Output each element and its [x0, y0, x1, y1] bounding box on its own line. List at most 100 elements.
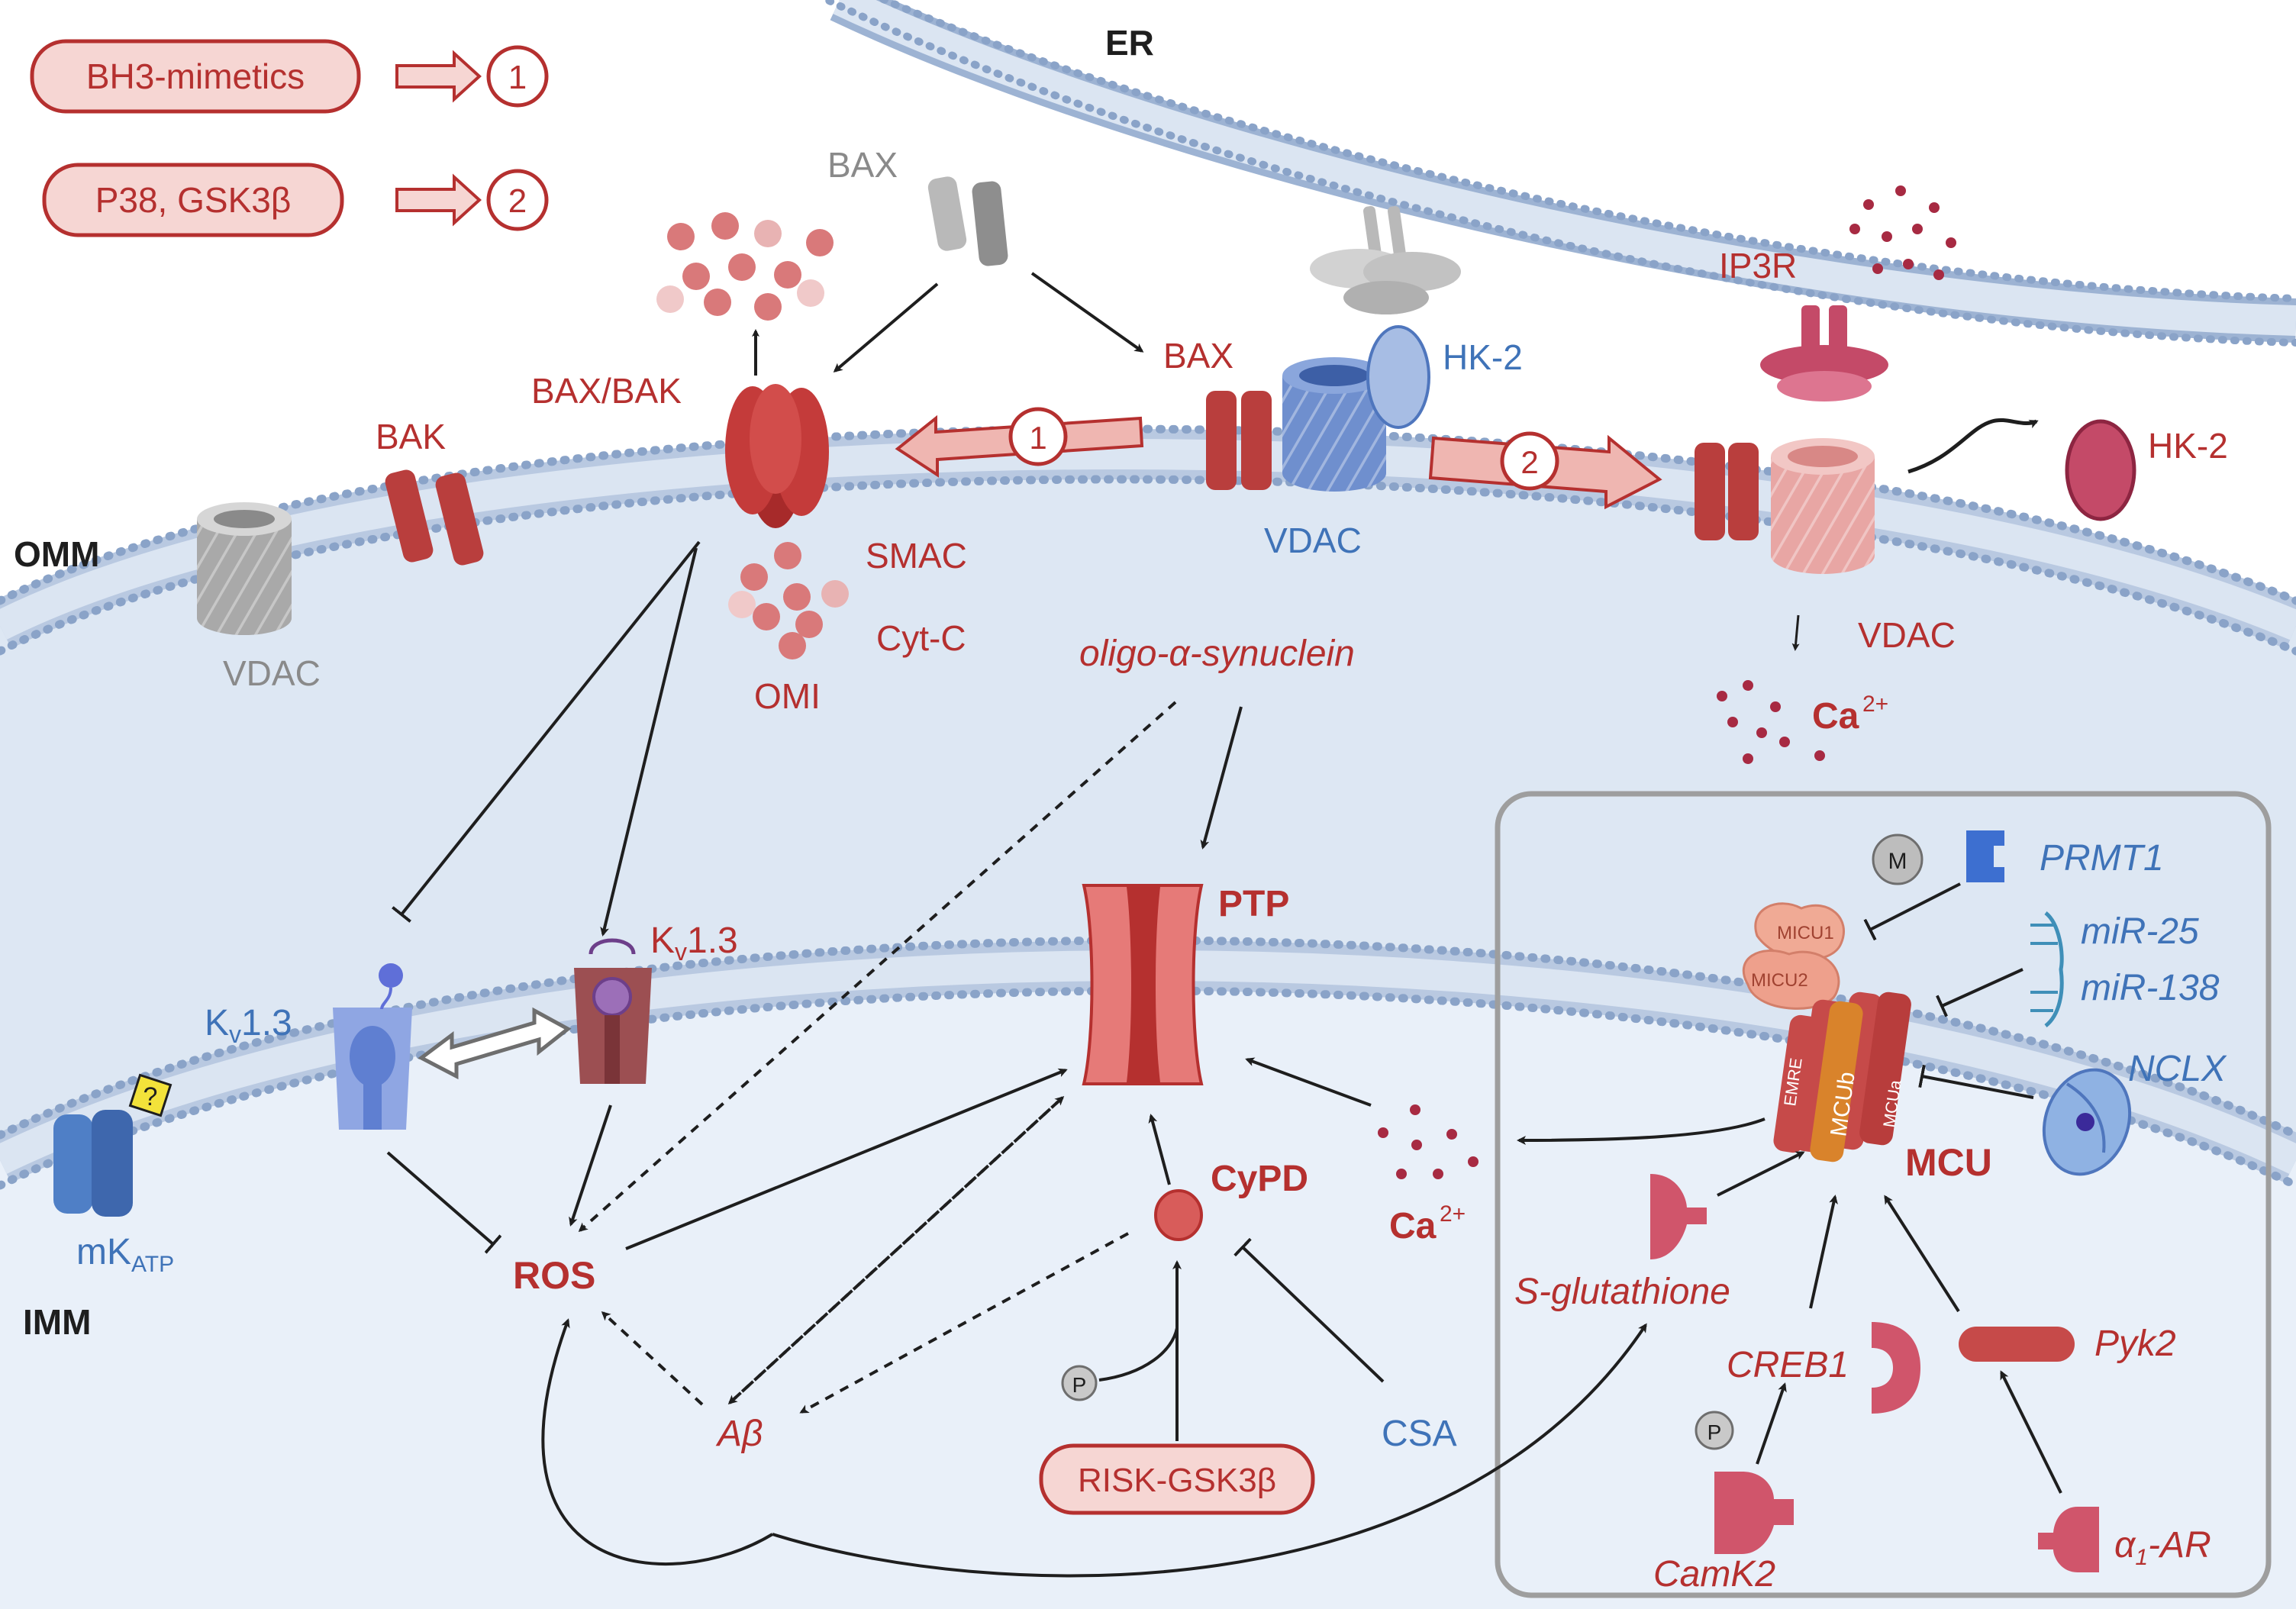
a1ar-receptor [2038, 1507, 2099, 1572]
micu-complex: MICU1 MICU2 [1742, 902, 1845, 1010]
a1ar-label: α1-AR [2114, 1525, 2211, 1570]
mcu-complex: EMRE MCUb MCUa [1773, 992, 1911, 1162]
smac-label: SMAC [866, 536, 967, 576]
kv13-mid-channel [574, 938, 652, 1084]
interaction-arrows [386, 272, 2062, 1578]
legend-bh3-label: BH3-mimetics [86, 56, 305, 96]
kv-mid-label: Kv1.3 [650, 921, 738, 966]
hk2-bound [1366, 325, 1430, 429]
ptp-channel [1082, 884, 1204, 1085]
calcium-ions-matrix [1378, 1104, 1479, 1179]
bak-label: BAK [376, 417, 446, 456]
hk2-top-label: HK-2 [1443, 337, 1523, 377]
arrow-pathway-2: 2 [1428, 431, 1662, 510]
cypd-label: CyPD [1211, 1159, 1308, 1199]
dashed-arrows [578, 701, 1177, 1414]
mkatp-channel: ? [53, 1073, 173, 1217]
ca-mid-superscript: 2+ [1440, 1201, 1466, 1227]
arrow-1-number: 1 [1029, 420, 1046, 456]
prmt1-label: PRMT1 [2040, 838, 2164, 879]
kv13-double-arrow [418, 1007, 572, 1080]
ip3r-label: IP3R [1719, 246, 1797, 285]
bax-bak-label: BAX/BAK [531, 371, 682, 411]
legend-bh3: BH3-mimetics 1 [30, 39, 549, 114]
imm-label: IMM [23, 1302, 91, 1342]
hk2-release-arrow [1907, 418, 2039, 474]
calcium-ions-er [1849, 185, 1956, 280]
legend-number-2: 2 [508, 182, 527, 220]
bax-omm [1206, 391, 1272, 490]
risk-gsk3b-pill: RISK-GSK3β [1039, 1443, 1315, 1515]
kv13-left-channel [333, 963, 412, 1130]
calcium-ions-ims [1717, 680, 1825, 764]
legend-p38: P38, GSK3β 2 [42, 163, 549, 237]
prmt1-protein [1966, 830, 2004, 882]
vdac-center-label: VDAC [1264, 521, 1362, 560]
mir25-label: miR-25 [2081, 911, 2199, 952]
vdac-center-channel [1282, 357, 1386, 492]
er-membrane [818, 0, 2296, 347]
methyl-badge: M [1872, 834, 1924, 885]
vdac-right-channel [1771, 438, 1875, 574]
legend-number-1: 1 [508, 59, 527, 96]
csa-label: CSA [1382, 1414, 1457, 1454]
omm-label: OMM [14, 534, 99, 574]
mkatp-question-mark: ? [144, 1082, 158, 1111]
s-glutathione-label: S-glutathione [1514, 1272, 1730, 1312]
bax-omm-right [1695, 443, 1759, 540]
omi-label: OMI [754, 676, 821, 716]
phospho-p-creb1: P [1707, 1420, 1722, 1444]
bax-bak-pore [725, 384, 829, 528]
mirna-strand [2030, 911, 2064, 1027]
pyk2-protein [1959, 1327, 2075, 1362]
bax-right-label: BAX [1163, 336, 1233, 376]
hk2-right-label: HK-2 [2148, 426, 2228, 466]
ca-top-label: Ca [1812, 696, 1859, 737]
cypd-protein [1154, 1189, 1203, 1241]
ros-label: ROS [513, 1254, 595, 1297]
arrow-2-number: 2 [1520, 444, 1538, 480]
phospho-badge-creb1: P [1695, 1411, 1734, 1450]
camk2-protein [1714, 1472, 1794, 1554]
legend-p38-label: P38, GSK3β [95, 180, 292, 220]
phospho-badge-cypd: P [1061, 1365, 1098, 1401]
kv-left-label: Kv1.3 [205, 1003, 292, 1048]
phospho-p-cypd: P [1072, 1373, 1087, 1397]
methyl-m: M [1888, 849, 1907, 874]
er-label: ER [1105, 23, 1154, 63]
released-proteins-ims [728, 542, 849, 659]
mir138-label: miR-138 [2081, 968, 2220, 1008]
pyk2-label: Pyk2 [2094, 1324, 2176, 1364]
mcu-label: MCU [1905, 1141, 1992, 1184]
released-proteins-top [656, 212, 834, 321]
mcu-regulation-box [1495, 791, 2272, 1598]
abeta-label: Aβ [715, 1414, 763, 1454]
camk2-label: CamK2 [1653, 1554, 1775, 1594]
ptp-label: PTP [1218, 884, 1289, 924]
nclx-label: NCLX [2128, 1049, 2227, 1089]
ip3r-channel [1760, 305, 1888, 401]
mkatp-label: mKATP [76, 1232, 174, 1277]
vdac-right-label: VDAC [1858, 615, 1956, 655]
cytc-label: Cyt-C [876, 618, 966, 658]
micu1-label: MICU1 [1777, 923, 1834, 943]
vdac-left-channel [197, 502, 292, 635]
er-channel-gray [1310, 206, 1461, 314]
arrow-pathway-1: 1 [895, 407, 1144, 478]
risk-label: RISK-GSK3β [1078, 1462, 1276, 1499]
bax-top-label: BAX [827, 145, 898, 185]
hk2-released [2065, 419, 2136, 521]
ca-top-superscript: 2+ [1862, 692, 1888, 717]
bak-protein [385, 469, 484, 566]
creb1-protein [1872, 1322, 1920, 1414]
micu2-label: MICU2 [1751, 970, 1808, 991]
creb1-label: CREB1 [1727, 1345, 1849, 1385]
vdac-left-label: VDAC [223, 653, 321, 693]
s-glutathione-protein [1650, 1174, 1707, 1259]
bax-cytosolic [927, 176, 1008, 266]
synuclein-label: oligo-α-synuclein [1079, 634, 1355, 674]
nclx-channel [2042, 1068, 2132, 1176]
ca-mid-label: Ca [1389, 1206, 1437, 1246]
